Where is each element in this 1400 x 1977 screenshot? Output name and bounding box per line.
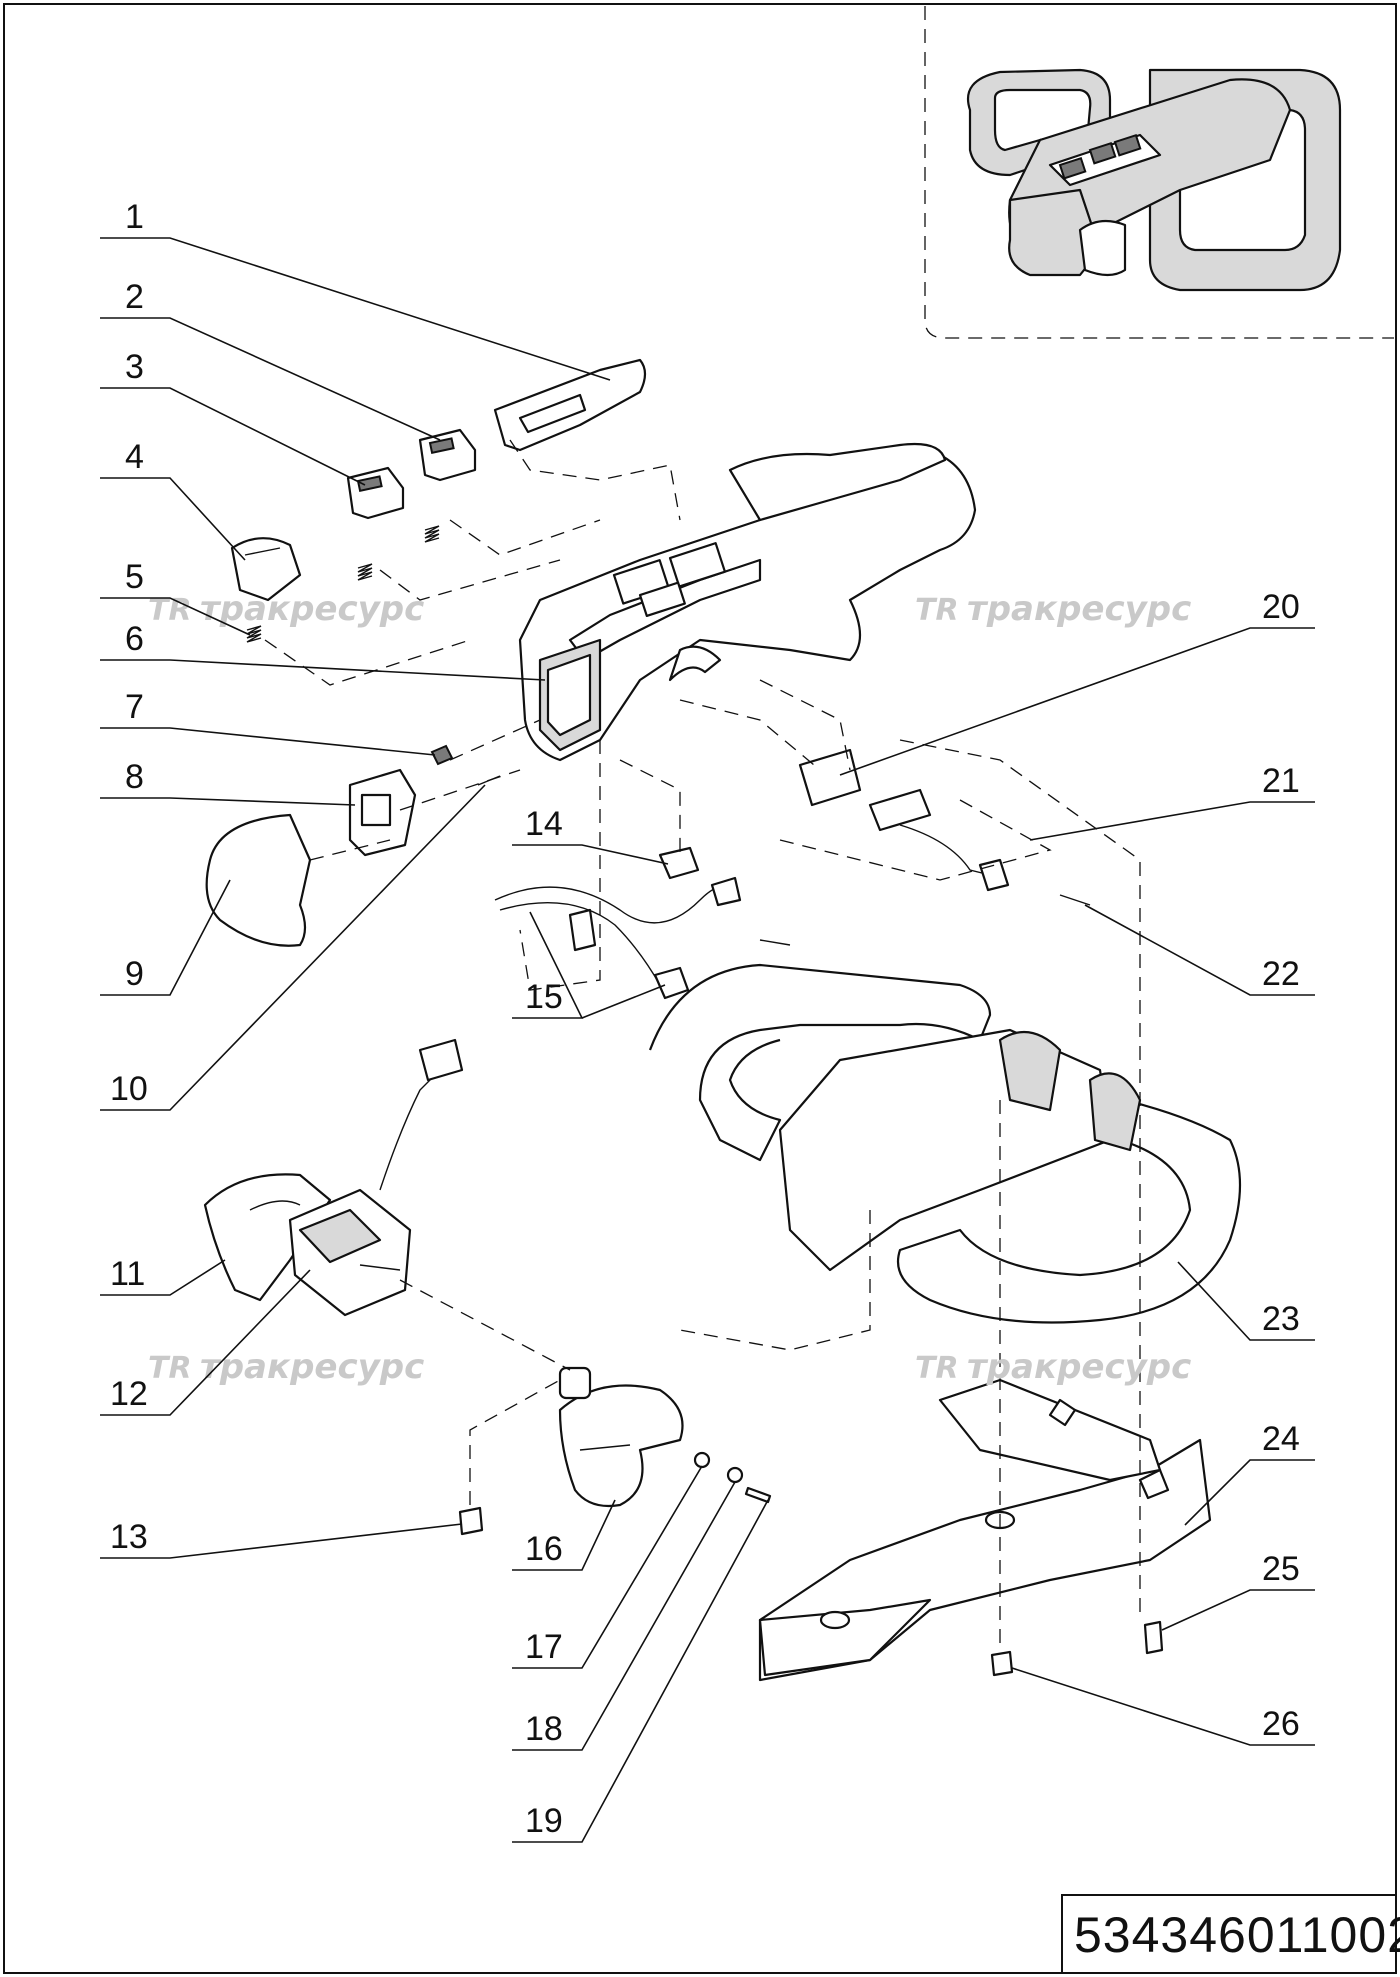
- svg-text:21: 21: [1262, 762, 1300, 800]
- callout-15: 15: [512, 911, 666, 1019]
- callout-6: 6: [100, 620, 546, 681]
- callout-17: 17: [512, 1465, 703, 1669]
- watermark-logo: TR: [915, 1351, 959, 1386]
- springs-5: [246, 525, 440, 643]
- part-17-washer: [693, 1451, 711, 1469]
- callout-25: 25: [1161, 1550, 1315, 1631]
- callout-11: 11: [100, 1255, 226, 1296]
- callout-26: 26: [1011, 1667, 1315, 1746]
- watermark-text: тракресурс: [200, 1347, 424, 1387]
- svg-text:3: 3: [125, 348, 144, 386]
- svg-text:13: 13: [110, 1518, 148, 1556]
- svg-text:18: 18: [525, 1710, 563, 1748]
- callout-12: 12: [100, 1269, 311, 1416]
- svg-text:26: 26: [1262, 1705, 1300, 1743]
- svg-text:7: 7: [125, 688, 144, 726]
- part-16-grip-cover: [558, 1384, 684, 1508]
- callout-23: 23: [1177, 1261, 1315, 1341]
- watermark-text: тракресурс: [967, 589, 1191, 629]
- part-1-cover-plate: [493, 358, 647, 452]
- callouts: 1 2 3 4 5 6 7 8: [100, 198, 1315, 1843]
- watermark-4: TR тракресурс: [915, 1347, 1191, 1387]
- sheet-border: [3, 3, 1397, 1974]
- svg-text:5: 5: [125, 558, 144, 596]
- part-18-washer: [726, 1466, 744, 1484]
- callout-24: 24: [1184, 1420, 1315, 1526]
- svg-text:20: 20: [1262, 588, 1300, 626]
- callout-13: 13: [100, 1518, 463, 1559]
- inset-view-frame: [924, 6, 1394, 339]
- svg-text:10: 10: [110, 1070, 148, 1108]
- svg-text:15: 15: [525, 978, 563, 1016]
- callout-9: 9: [100, 879, 231, 996]
- svg-text:22: 22: [1262, 955, 1300, 993]
- callout-18: 18: [512, 1481, 736, 1751]
- svg-text:4: 4: [125, 438, 144, 476]
- watermark-logo: TR: [148, 1351, 192, 1386]
- callout-14: 14: [512, 805, 669, 865]
- part-8-bracket: [348, 768, 417, 857]
- part-26-bolt: [990, 1650, 1014, 1677]
- part-13-screw: [458, 1506, 484, 1536]
- callout-10: 10: [100, 784, 486, 1111]
- part-23-handle-frame: [648, 963, 1242, 1324]
- part-6-handle-housing: [518, 442, 977, 762]
- part-25-bolt: [1143, 1620, 1164, 1655]
- part-24-lower-cover: [758, 1378, 1212, 1682]
- watermark-2: TR тракресурс: [915, 589, 1191, 629]
- watermark-text: тракресурс: [967, 1347, 1191, 1387]
- callout-1: 1: [100, 198, 611, 381]
- drawing-number: 534346011002: [1074, 1907, 1400, 1963]
- svg-text:23: 23: [1262, 1300, 1300, 1338]
- svg-text:12: 12: [110, 1375, 148, 1413]
- svg-text:16: 16: [525, 1530, 563, 1568]
- callout-7: 7: [100, 688, 436, 756]
- svg-text:11: 11: [110, 1255, 145, 1293]
- callout-19: 19: [512, 1499, 769, 1843]
- svg-text:2: 2: [125, 278, 144, 316]
- callout-5: 5: [100, 558, 251, 636]
- callout-22: 22: [1084, 904, 1315, 996]
- svg-text:1: 1: [125, 198, 144, 236]
- watermark-group: TR тракресурс TR тракресурс TR тракресур…: [148, 589, 1191, 1387]
- part-21-sensor-harness: [868, 788, 1010, 892]
- svg-text:9: 9: [125, 955, 144, 993]
- callout-8: 8: [100, 758, 356, 806]
- callout-16: 16: [512, 1499, 616, 1571]
- svg-text:6: 6: [125, 620, 144, 658]
- drawing-number-box: 534346011002: [1061, 1894, 1400, 1974]
- svg-text:25: 25: [1262, 1550, 1300, 1588]
- svg-text:8: 8: [125, 758, 144, 796]
- assembly-axes: [264, 439, 1141, 1650]
- part-9-end-cover: [205, 813, 312, 947]
- svg-text:17: 17: [525, 1628, 563, 1666]
- part-4-button-cap: [230, 537, 302, 602]
- part-3-switch: [346, 466, 405, 520]
- watermark-1: TR тракресурс: [148, 589, 424, 629]
- part-2-switch: [418, 428, 477, 482]
- callout-20: 20: [839, 588, 1315, 776]
- watermark-logo: TR: [915, 593, 959, 628]
- svg-text:19: 19: [525, 1802, 563, 1840]
- watermark-logo: TR: [148, 593, 192, 628]
- part-22-screw: [1059, 894, 1091, 906]
- callout-21: 21: [1029, 762, 1315, 841]
- part-7-spring: [430, 744, 454, 766]
- part-12-potentiometer-unit: [288, 1038, 464, 1317]
- svg-text:14: 14: [525, 805, 563, 843]
- callout-4: 4: [100, 438, 246, 561]
- part-20-microswitch-holder: [798, 748, 862, 807]
- callout-2: 2: [100, 278, 441, 441]
- svg-text:24: 24: [1262, 1420, 1300, 1458]
- part-bushing: [558, 1366, 592, 1400]
- part-19-screw: [744, 1486, 772, 1504]
- watermark-3: TR тракресурс: [148, 1347, 424, 1387]
- watermark-text: тракресурс: [200, 589, 424, 629]
- inset-assembled-tiller: [966, 68, 1342, 292]
- part-15-wiring-harness: [494, 876, 791, 1000]
- callout-3: 3: [100, 348, 366, 486]
